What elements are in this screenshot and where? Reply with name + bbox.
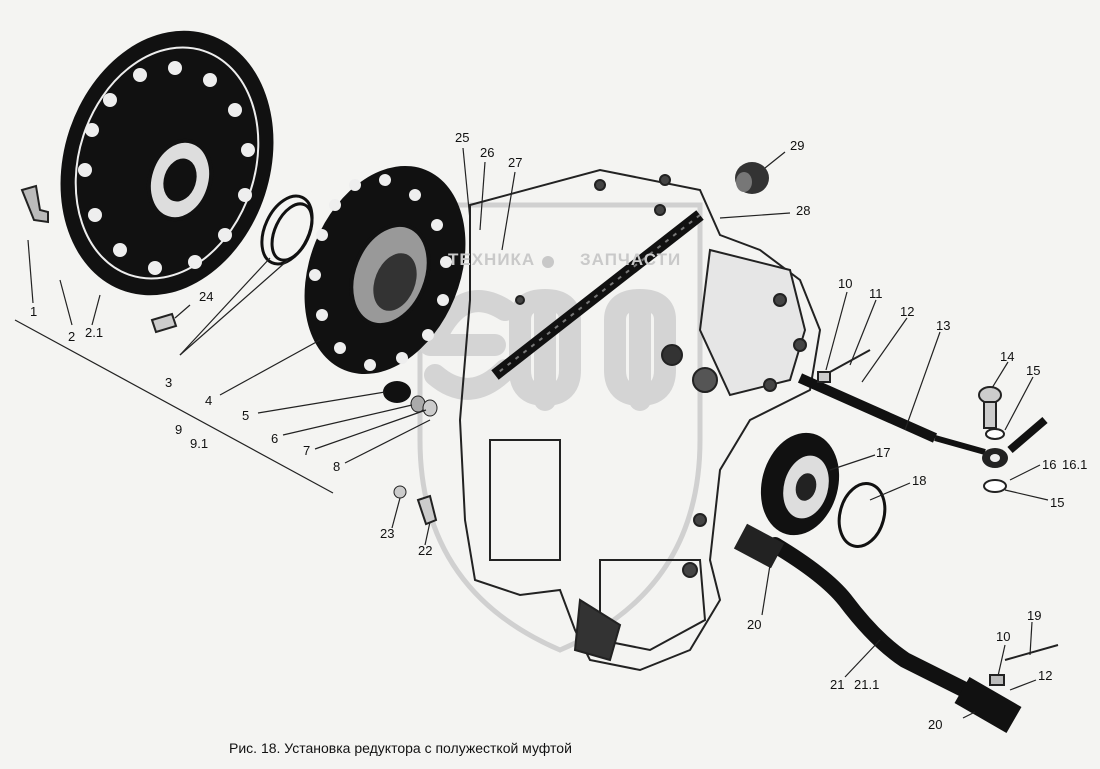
callout-20-upper: 20: [747, 617, 762, 632]
flange-disc-part-4: [304, 165, 466, 375]
callout-13: 13: [936, 318, 951, 333]
coupling-disc-part-2: [60, 30, 274, 296]
callout-9: 9: [175, 422, 183, 437]
callout-18: 18: [912, 473, 927, 488]
nut-part-7: [422, 399, 438, 417]
disc-holes: [78, 61, 255, 275]
shaft-part-28: [491, 210, 704, 380]
flange-holes: [309, 174, 452, 371]
bolt-part-14: [978, 386, 1002, 429]
callout-28: 28: [796, 203, 811, 218]
callout-15-lower: 15: [1050, 495, 1065, 510]
callout-24: 24: [199, 289, 214, 304]
bolt-part-1: [20, 184, 49, 224]
callout-20-lower: 20: [928, 717, 943, 732]
coupling-part-20-upper: [733, 523, 785, 569]
callout-9-1: 9.1: [190, 436, 209, 451]
clamp-parts-10-11: [817, 349, 871, 383]
callout-2-1: 2.1: [85, 325, 104, 340]
o-ring-part-18: [837, 482, 887, 548]
o-rings-part-3: [260, 194, 314, 266]
callout-15: 15: [1026, 363, 1041, 378]
tube-part-13: [797, 373, 1048, 468]
callout-14: 14: [1000, 349, 1015, 364]
reducer-housing: [458, 168, 822, 672]
callout-5: 5: [242, 408, 250, 423]
callout-27: 27: [508, 155, 523, 170]
bolt-part-22: [416, 494, 438, 526]
callout-7: 7: [303, 443, 311, 458]
watermark-gear-icon: [542, 256, 554, 268]
callout-6: 6: [271, 431, 279, 446]
callout-21: 21: [830, 677, 845, 692]
washer-part-23: [393, 485, 407, 499]
clamp-part-19: [989, 644, 1059, 686]
watermark-logo: [419, 288, 676, 411]
callout-16: 16: [1042, 457, 1057, 472]
washer-part-16: [983, 479, 1007, 493]
callout-3: 3: [165, 375, 173, 390]
hose-part-21: [767, 537, 993, 708]
callout-29: 29: [790, 138, 805, 153]
leader-lines: [14, 147, 1049, 719]
callout-12: 12: [900, 304, 915, 319]
callout-1: 1: [30, 304, 38, 319]
callout-10-lower: 10: [996, 629, 1011, 644]
callout-26: 26: [480, 145, 495, 160]
flange-part-17: [760, 432, 840, 536]
callout-19: 19: [1027, 608, 1042, 623]
bolt-part-24: [150, 312, 178, 334]
callout-21-1: 21.1: [854, 677, 880, 692]
callout-4: 4: [205, 393, 213, 408]
bushing-part-5: [383, 381, 411, 403]
watermark-left-word: ТЕХНИКА: [448, 250, 536, 269]
callout-22: 22: [418, 543, 433, 558]
callout-8: 8: [333, 459, 341, 474]
callout-23: 23: [380, 526, 395, 541]
callout-2: 2: [68, 329, 76, 344]
callout-25: 25: [455, 130, 470, 145]
callout-12-lower: 12: [1038, 668, 1053, 683]
washer-part-15: [985, 428, 1005, 440]
callout-17: 17: [876, 445, 891, 460]
figure-caption: Рис. 18. Установка редуктора с полужестк…: [229, 740, 572, 756]
callout-11: 11: [869, 286, 883, 301]
coupling-part-20-lower: [954, 677, 1022, 733]
callout-10: 10: [838, 276, 853, 291]
callout-16-1: 16.1: [1062, 457, 1088, 472]
watermark-right-word: ЗАПЧАСТИ: [580, 250, 682, 269]
cap-part-29: [735, 162, 769, 194]
